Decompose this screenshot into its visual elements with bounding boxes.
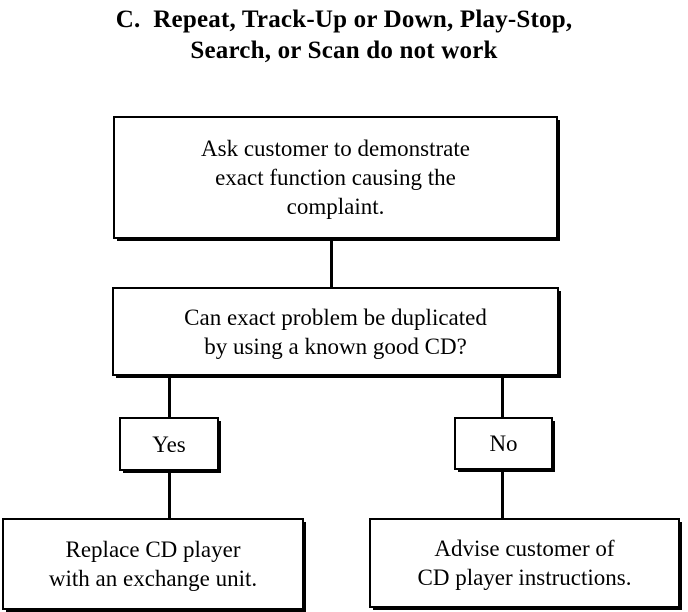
flow-node-yes: Yes [119,417,219,471]
flow-node-duplicate: Can exact problem be duplicated by using… [112,287,559,376]
flow-node-no: No [454,417,553,470]
flow-node-replace-label: Replace CD player with an exchange unit. [48,537,258,591]
page-title-line-1: C. Repeat, Track-Up or Down, Play-Stop, [115,6,573,33]
flow-node-advise: Advise customer of CD player instruction… [369,518,680,608]
flow-node-duplicate-label: Can exact problem be duplicated by using… [184,304,487,359]
connector-duplicate-to-yes [168,375,171,418]
connector-demonstrate-to-duplicate [330,238,333,288]
flow-node-demonstrate-label: Ask customer to demonstrate exact functi… [201,136,470,219]
flow-node-no-label: No [489,431,518,456]
flow-node-yes-label: Yes [152,431,186,457]
connector-no-to-advise [501,469,504,519]
flow-node-demonstrate: Ask customer to demonstrate exact functi… [113,116,558,239]
flow-node-replace: Replace CD player with an exchange unit. [2,518,304,610]
page-title-line-2: Search, or Scan do not work [190,37,498,64]
flow-node-advise-label: Advise customer of CD player instruction… [417,536,632,590]
page-title: C. Repeat, Track-Up or Down, Play-Stop, … [0,4,688,66]
connector-duplicate-to-no [501,375,504,418]
connector-yes-to-replace [168,470,171,519]
